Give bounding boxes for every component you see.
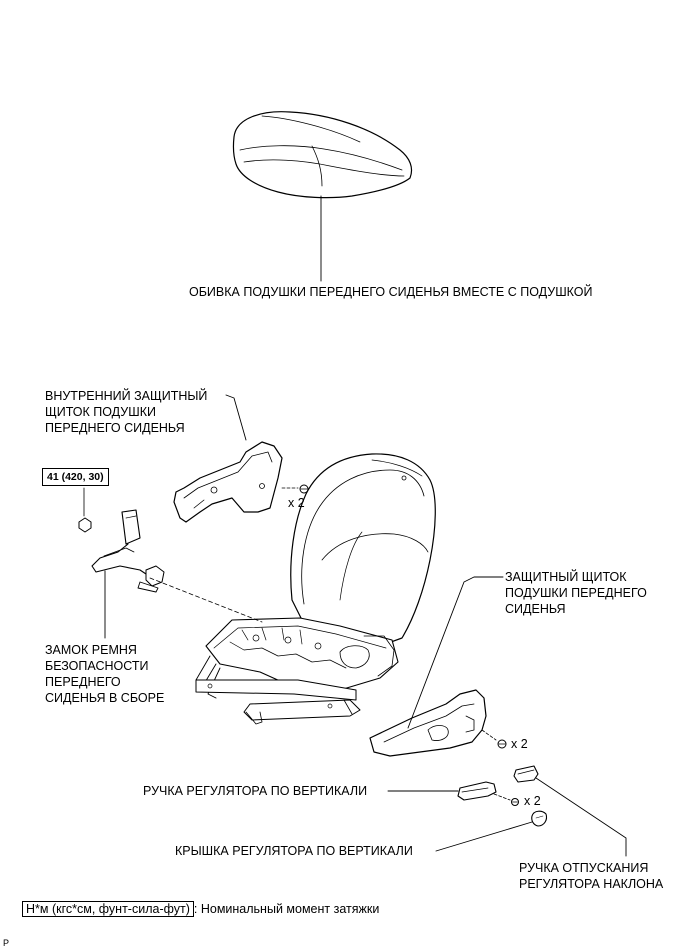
seat-belt-buckle-part <box>91 509 165 593</box>
legend-unit-box: Н*м (кгс*см, фунт-сила-фут) <box>22 901 194 917</box>
vertical-cover-label: КРЫШКА РЕГУЛЯТОРА ПО ВЕРТИКАЛИ <box>175 844 413 858</box>
buckle-label-line: ПЕРЕДНЕГО <box>45 675 121 689</box>
recline-knob-label-line: РЕГУЛЯТОРА НАКЛОНА <box>519 877 664 891</box>
buckle-label-line: ЗАМОК РЕМНЯ <box>45 643 137 657</box>
recline-release-knob-part <box>513 765 539 783</box>
vertical-cover-leader-line <box>435 821 533 852</box>
buckle-label: ЗАМОК РЕМНЯ БЕЗОПАСНОСТИ ПЕРЕДНЕГО СИДЕН… <box>45 642 164 706</box>
inner-shield-leader-line <box>225 394 247 441</box>
buckle-bolt <box>78 517 92 533</box>
knob-screw-count: x 2 <box>524 794 541 808</box>
recline-knob-label-line: РУЧКА ОТПУСКАНИЯ <box>519 861 649 875</box>
seat-back <box>290 453 436 648</box>
vertical-knob-label: РУЧКА РЕГУЛЯТОРА ПО ВЕРТИКАЛИ <box>143 784 368 798</box>
torque-spec-box: 41 (420, 30) <box>42 468 109 486</box>
vertical-adjuster-cover-part <box>531 810 548 827</box>
inner-shield-screw <box>299 484 309 494</box>
outer-shield-label-line: СИДЕНЬЯ <box>505 602 566 616</box>
figure-code: P <box>3 938 10 948</box>
inner-shield-part <box>173 441 283 523</box>
inner-shield-label-line: ВНУТРЕННИЙ ЗАЩИТНЫЙ <box>45 389 208 403</box>
recline-knob-leader-line <box>535 777 627 857</box>
outer-shield-label-line: ЗАЩИТНЫЙ ЩИТОК <box>505 570 627 584</box>
inner-shield-label: ВНУТРЕННИЙ ЗАЩИТНЫЙ ЩИТОК ПОДУШКИ ПЕРЕДН… <box>45 388 207 436</box>
buckle-label-line: БЕЗОПАСНОСТИ <box>45 659 149 673</box>
outer-shield-screw-count: x 2 <box>511 737 528 751</box>
outer-shield-label-line: ПОДУШКИ ПЕРЕДНЕГО <box>505 586 647 600</box>
outer-shield-screw <box>497 739 507 749</box>
outer-shield-leader-line <box>407 576 504 729</box>
buckle-label-line: СИДЕНЬЯ В СБОРЕ <box>45 691 165 705</box>
inner-shield-screw-count: x 2 <box>288 496 305 510</box>
vertical-adjuster-knob-part <box>457 781 497 801</box>
torque-legend: Н*м (кгс*см, фунт-сила-фут): Номинальный… <box>22 901 379 917</box>
seat-rails <box>195 679 361 725</box>
outer-shield-part <box>369 689 487 757</box>
cushion-label: ОБИВКА ПОДУШКИ ПЕРЕДНЕГО СИДЕНЬЯ ВМЕСТЕ … <box>189 285 593 299</box>
inner-shield-label-line: ЩИТОК ПОДУШКИ <box>45 405 156 419</box>
legend-text: : Номинальный момент затяжки <box>193 902 380 916</box>
outer-shield-label: ЗАЩИТНЫЙ ЩИТОК ПОДУШКИ ПЕРЕДНЕГО СИДЕНЬЯ <box>505 569 647 617</box>
recline-knob-label: РУЧКА ОТПУСКАНИЯ РЕГУЛЯТОРА НАКЛОНА <box>519 860 663 892</box>
inner-shield-label-line: ПЕРЕДНЕГО СИДЕНЬЯ <box>45 421 185 435</box>
seat-cushion-pad <box>232 111 413 199</box>
knob-screw <box>511 798 519 806</box>
